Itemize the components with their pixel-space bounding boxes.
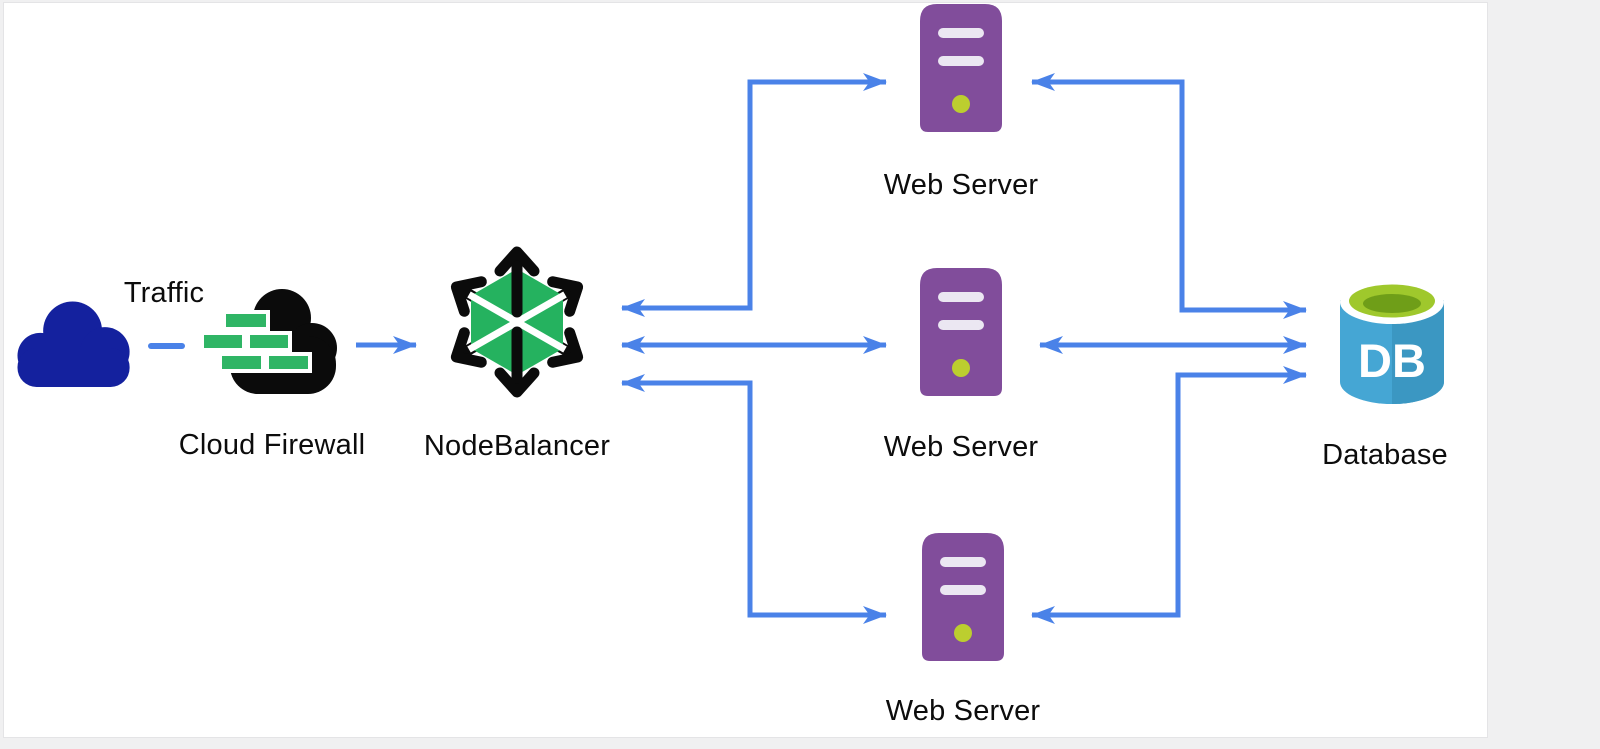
- db-icon-text: DB: [1358, 334, 1426, 387]
- database-label: Database: [1322, 439, 1448, 471]
- traffic-label: Traffic: [123, 277, 205, 309]
- web-server-bottom-label: Web Server: [885, 695, 1041, 727]
- nodebalancer-hexagon: [467, 260, 567, 384]
- database-icon: DB: [1340, 280, 1444, 404]
- web-server-top-icon: [920, 4, 1002, 132]
- cloud-firewall-icon: [200, 289, 337, 394]
- connector-webserver-bottom-database: [1031, 366, 1307, 624]
- web-server-middle-icon: [920, 268, 1002, 396]
- connector-nodebalancer-webserver-top: [621, 73, 887, 317]
- nodebalancer-icon: [450, 246, 584, 398]
- cloud-firewall-label: Cloud Firewall: [178, 429, 366, 461]
- connector-webserver-top-database: [1031, 73, 1307, 319]
- traffic-cloud-icon: [17, 301, 130, 387]
- web-server-bottom-icon: [922, 533, 1004, 661]
- connector-nodebalancer-webserver-bottom: [621, 374, 887, 624]
- web-server-top-label: Web Server: [883, 169, 1039, 201]
- nodebalancer-label: NodeBalancer: [423, 430, 611, 462]
- firewall-bricks: [200, 310, 312, 373]
- web-server-middle-label: Web Server: [883, 431, 1039, 463]
